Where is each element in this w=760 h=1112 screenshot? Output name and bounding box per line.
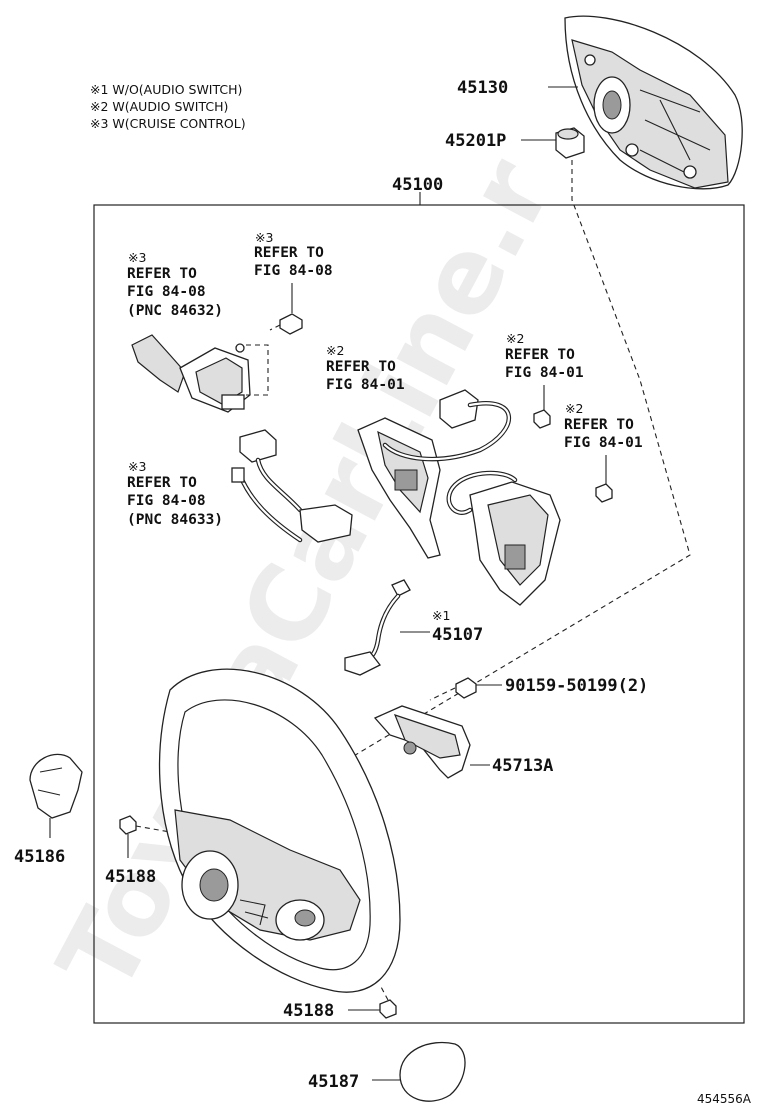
emblem-part bbox=[372, 1041, 466, 1102]
part-number-45188-upper: 45188 bbox=[105, 867, 156, 887]
note-refer-audio-left: ※2 REFER TO FIG 84-01 bbox=[326, 343, 405, 393]
note-line: (PNC 84632) bbox=[127, 303, 223, 319]
note-mark: ※2 bbox=[326, 343, 344, 358]
note-line: REFER TO bbox=[564, 417, 634, 433]
audio-switch-right-part bbox=[446, 470, 561, 606]
part-number-90159: 90159-50199(2) bbox=[505, 676, 648, 696]
part-number-45188-lower: 45188 bbox=[283, 1001, 334, 1021]
legend-line-2: ※2 W(AUDIO SWITCH) bbox=[90, 99, 228, 114]
audio-switch-left-part bbox=[357, 389, 511, 559]
note-line: FIG 84-08 bbox=[254, 263, 333, 279]
part-number-45100: 45100 bbox=[392, 175, 443, 195]
note-mark: ※3 bbox=[255, 230, 273, 245]
screw-45188-lower bbox=[348, 984, 397, 1019]
note-refer-cruise-switch: ※3 REFER TO FIG 84-08 (PNC 84632) bbox=[127, 250, 223, 319]
note-mark: ※3 bbox=[128, 459, 146, 474]
horn-pad-part bbox=[564, 15, 743, 190]
side-cover-part bbox=[29, 753, 83, 838]
cruise-harness-part bbox=[231, 429, 353, 543]
legend-line-3: ※3 W(CRUISE CONTROL) bbox=[90, 116, 246, 131]
note-mark: ※3 bbox=[128, 250, 146, 265]
figure-code: 454556A bbox=[697, 1092, 752, 1106]
steering-wheel-part bbox=[158, 668, 401, 993]
part-number-45186: 45186 bbox=[14, 847, 65, 867]
part-number-45107: 45107 bbox=[432, 625, 483, 645]
wire-45107-part bbox=[344, 579, 430, 676]
screw-audio-2 bbox=[595, 455, 613, 503]
note-mark: ※2 bbox=[506, 331, 524, 346]
note-refer-audio-mid: ※2 REFER TO FIG 84-01 bbox=[505, 331, 584, 381]
legend-line-1: ※1 W/O(AUDIO SWITCH) bbox=[90, 82, 242, 97]
note-line: FIG 84-01 bbox=[326, 377, 405, 393]
note-line: REFER TO bbox=[326, 359, 396, 375]
part-number-45201P: 45201P bbox=[445, 131, 506, 151]
cruise-switch-part bbox=[131, 334, 269, 413]
nut-part bbox=[555, 127, 585, 159]
legend: ※1 W/O(AUDIO SWITCH) ※2 W(AUDIO SWITCH) … bbox=[90, 82, 246, 131]
screw-audio-1 bbox=[533, 385, 551, 429]
note-refer-cruise-top: ※3 REFER TO FIG 84-08 bbox=[254, 230, 333, 279]
part-number-45187: 45187 bbox=[308, 1072, 359, 1092]
note-line: FIG 84-08 bbox=[127, 284, 206, 300]
screw-cruise bbox=[269, 283, 303, 335]
note-line: REFER TO bbox=[127, 475, 197, 491]
note-line: FIG 84-01 bbox=[564, 435, 643, 451]
part-number-45713A: 45713A bbox=[492, 756, 553, 776]
lower-cover-part bbox=[373, 705, 490, 779]
note-mark-45107: ※1 bbox=[432, 608, 450, 623]
note-line: REFER TO bbox=[505, 347, 575, 363]
note-mark: ※2 bbox=[565, 401, 583, 416]
assembly-frame bbox=[93, 204, 745, 1024]
part-number-45130: 45130 bbox=[457, 78, 508, 98]
note-line: REFER TO bbox=[254, 245, 324, 261]
note-refer-audio-right: ※2 REFER TO FIG 84-01 bbox=[564, 401, 643, 451]
note-refer-cruise-harness: ※3 REFER TO FIG 84-08 (PNC 84633) bbox=[127, 459, 223, 528]
note-line: FIG 84-08 bbox=[127, 493, 206, 509]
note-line: REFER TO bbox=[127, 266, 197, 282]
note-mark: ※1 bbox=[432, 608, 450, 623]
screw-45188-upper bbox=[119, 815, 171, 858]
note-line: FIG 84-01 bbox=[505, 365, 584, 381]
note-line: (PNC 84633) bbox=[127, 512, 223, 528]
screw-90159 bbox=[429, 677, 502, 701]
